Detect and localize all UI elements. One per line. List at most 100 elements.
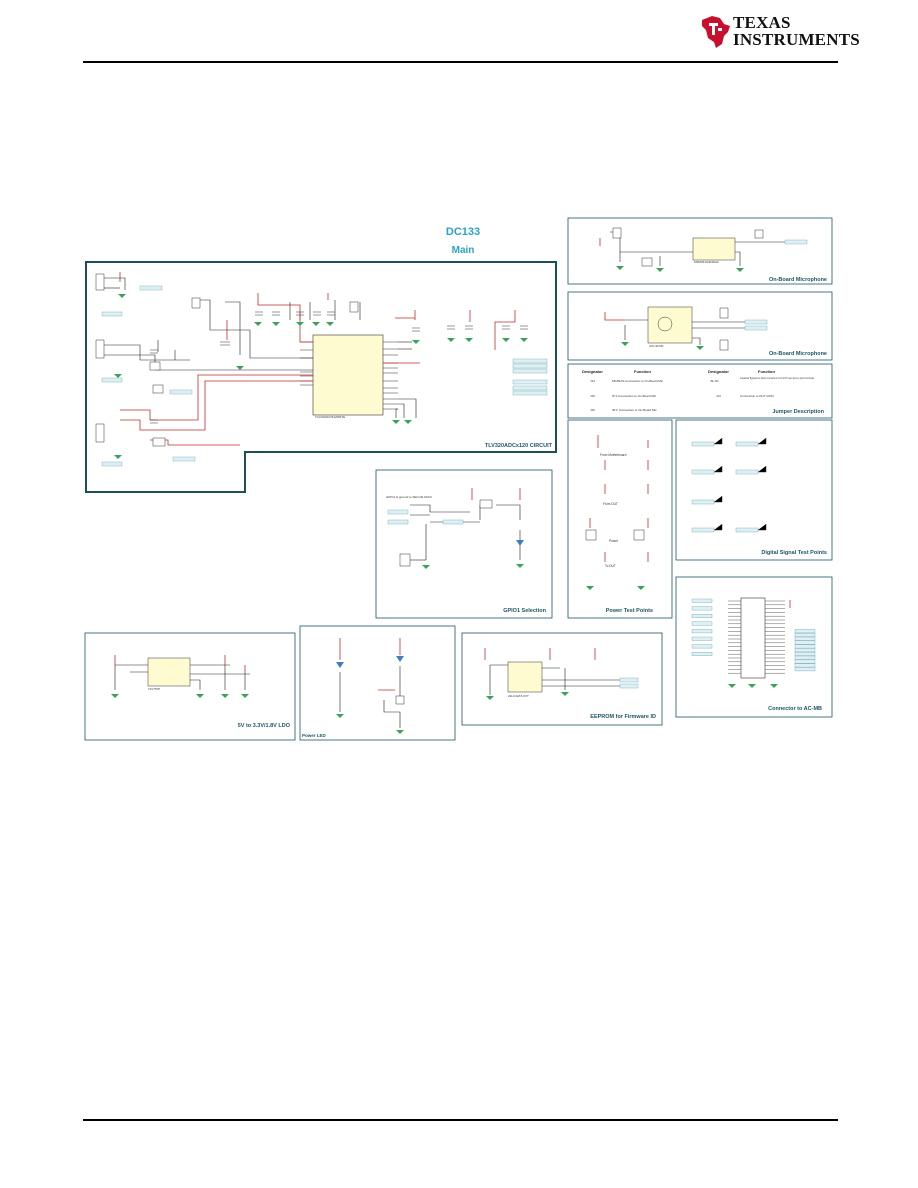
mic1-block-border bbox=[567, 217, 833, 285]
main-capacitors bbox=[150, 311, 528, 424]
j19-header bbox=[740, 597, 766, 679]
jumper-col-2: Function bbox=[634, 369, 651, 374]
connector-block-title: Connector to AC-MB bbox=[768, 706, 822, 712]
ti-wordmark: Texas Instruments bbox=[733, 14, 860, 48]
mic2-net-label-m bbox=[744, 325, 768, 331]
u5-part-label: 24LC32AT-I/OT bbox=[508, 694, 529, 698]
power-tp-block-border bbox=[567, 419, 673, 619]
connector-net-label bbox=[691, 598, 713, 603]
gpio-wires bbox=[410, 504, 521, 561]
u2-ic bbox=[692, 237, 736, 261]
connector-net-label bbox=[691, 652, 713, 656]
eeprom-grounds bbox=[486, 692, 569, 700]
digital-tp-block-border bbox=[675, 419, 833, 561]
jumper-cell: J9-J11 bbox=[710, 379, 719, 383]
mic1-net-label bbox=[784, 239, 808, 245]
eeprom-red-wires bbox=[484, 648, 596, 660]
connector-net-label bbox=[794, 633, 816, 637]
power-from-dut: From DUT bbox=[603, 502, 618, 506]
mic2-grounds bbox=[621, 342, 704, 350]
ti-state-icon bbox=[702, 16, 730, 48]
led-wires bbox=[339, 666, 401, 728]
led2-icon bbox=[396, 656, 404, 662]
led1-icon bbox=[336, 662, 344, 668]
eeprom-block-border bbox=[461, 632, 663, 726]
jumper-cell: J14 bbox=[590, 379, 595, 383]
gpio-red-wires bbox=[471, 488, 521, 500]
led-block-title: Power LED bbox=[302, 733, 327, 738]
ldo-grounds bbox=[111, 694, 249, 698]
u5-eeprom-ic bbox=[507, 661, 543, 693]
connector-net-label bbox=[691, 636, 713, 641]
j16-connector bbox=[641, 257, 653, 267]
ti-logo bbox=[698, 14, 838, 50]
footer-rule bbox=[83, 1119, 838, 1121]
j18-connector bbox=[719, 339, 729, 351]
connector-net-label bbox=[794, 644, 816, 649]
jumper-cell: MICBIAS Connection to On-Board Mic bbox=[612, 379, 664, 383]
eeprom-block-title: EEPROM for Firmware ID bbox=[590, 714, 656, 720]
connector-net-label bbox=[794, 648, 816, 653]
brand-line1: Texas bbox=[733, 13, 791, 32]
j14-connector bbox=[612, 227, 622, 239]
digital-tp-block-title: Digital Signal Test Points bbox=[761, 550, 827, 556]
ldo-block-border bbox=[84, 632, 296, 741]
jumper-cell: IM F Connection to On-Board Mic bbox=[612, 408, 657, 412]
power-jumper-1 bbox=[585, 529, 597, 541]
jumper-table-rows: J14 MICBIAS Connection to On-Board Mic J… bbox=[590, 376, 814, 412]
connector-net-label bbox=[691, 614, 713, 618]
power-label: Power bbox=[609, 539, 619, 543]
main-connectors bbox=[95, 273, 359, 447]
mic2-red-wire bbox=[604, 312, 625, 321]
mic2-block-border bbox=[567, 291, 833, 361]
connector-block-border bbox=[675, 576, 833, 718]
led-block-border bbox=[299, 625, 456, 741]
digital-tp-wires bbox=[714, 438, 767, 531]
mic1-grounds bbox=[616, 266, 744, 272]
mic-element-icon bbox=[657, 316, 673, 332]
connector-net-label bbox=[794, 663, 816, 668]
jumper-col-4: Function bbox=[758, 369, 775, 374]
connector-net-label bbox=[691, 606, 713, 611]
j17-connector bbox=[719, 307, 729, 319]
connector-net-label bbox=[794, 640, 816, 645]
jumper-cell: Capacitor Bypass for direct connection f… bbox=[740, 376, 814, 380]
u1-part-label: TLV320ADC5120IRTE bbox=[315, 415, 345, 419]
main-grounds bbox=[114, 294, 528, 459]
sheet-subtitle: Main bbox=[452, 245, 475, 256]
jumper-cell: J15 bbox=[590, 394, 595, 398]
power-to-dut: To DUT bbox=[605, 564, 616, 568]
gpio-led-icon bbox=[516, 540, 524, 546]
eeprom-wires bbox=[489, 664, 620, 695]
jumper-col-3: Designator bbox=[708, 369, 729, 374]
jumper-col-1: Designator bbox=[582, 369, 603, 374]
power-jumper-2 bbox=[633, 529, 645, 541]
connector-net-label bbox=[794, 629, 816, 634]
jumper-cell: IP F Connection to On-Board Mic bbox=[612, 394, 657, 398]
u2-part-label: MSM261S4030H0 bbox=[694, 260, 719, 264]
gpio-note: GPIO1 is ground to SECUR ADC0 bbox=[386, 495, 432, 499]
led-grounds bbox=[336, 714, 404, 734]
u4-part-label: TLV757P bbox=[148, 687, 160, 691]
jumper-table-header: Designator Function Designator Function bbox=[582, 369, 775, 374]
gpio-block-border bbox=[375, 469, 553, 619]
gpio-block-title: GPIO1 Selection bbox=[503, 608, 546, 614]
header-rule bbox=[83, 61, 838, 63]
connector-net-label bbox=[691, 629, 713, 634]
u4-ldo-ic bbox=[147, 657, 191, 687]
ldo-red-wires bbox=[114, 655, 246, 674]
brand-line2: Instruments bbox=[733, 30, 860, 49]
power-from-mb: From Motherboard bbox=[600, 453, 627, 457]
j13-connector bbox=[399, 553, 411, 567]
main-block-title: TLV320ADCx120 CIRCUIT bbox=[485, 443, 553, 449]
u1-ic bbox=[312, 334, 384, 416]
mic1-block-title: On-Board Microphone bbox=[769, 277, 827, 283]
j15-connector bbox=[754, 229, 764, 239]
connector-net-label bbox=[794, 636, 816, 641]
power-tp-red-wires bbox=[589, 435, 649, 562]
connector-net-label bbox=[794, 652, 816, 656]
led-red-wires bbox=[339, 638, 401, 691]
power-tp-block-title: Power Test Points bbox=[606, 608, 653, 614]
connector-net-label bbox=[794, 659, 816, 664]
